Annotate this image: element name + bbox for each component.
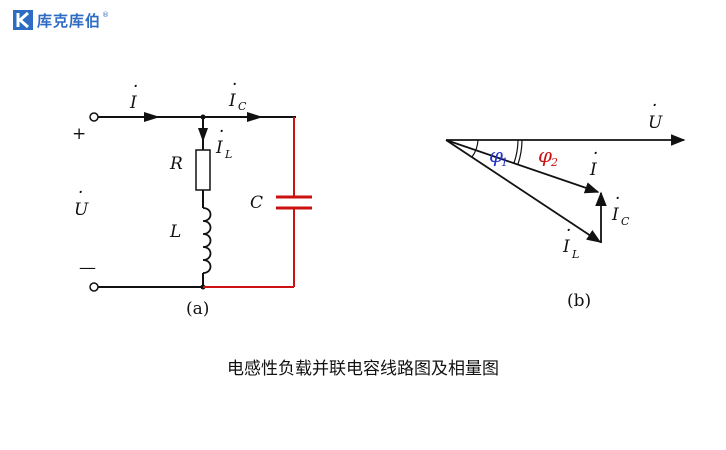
current-IC-label: I <box>228 91 236 111</box>
phasor-IC-label: I <box>611 205 619 225</box>
current-IC-dot: · <box>232 75 237 95</box>
voltage-U-dot: · <box>78 183 83 203</box>
phasor-I <box>445 139 600 194</box>
resistor <box>195 149 211 191</box>
current-IC-arrowhead <box>247 112 263 122</box>
top-terminal <box>89 112 99 122</box>
current-I-dot: · <box>133 77 138 97</box>
phasor-U-dot: · <box>652 96 657 116</box>
angle-arc-phi2-a <box>513 139 519 164</box>
resistor-label: R <box>169 154 183 174</box>
capacitor-label: C <box>250 193 263 213</box>
phasor-IL <box>445 139 602 243</box>
phasor-IL-subscript: L <box>571 248 579 261</box>
circuit-diagram: I · I C · I L · R L C + U · — (a) <box>72 75 312 319</box>
figure-caption: 电感性负载并联电容线路图及相量图 <box>227 359 499 379</box>
phasor-I-label: I <box>589 160 597 180</box>
logo-mark-icon <box>13 10 33 30</box>
phi2-subscript: 2 <box>550 156 558 169</box>
phasor-IC-dot: · <box>615 189 620 209</box>
phasor-I-dot: · <box>593 144 598 164</box>
phasor-U-label: U <box>648 113 663 133</box>
current-IL-label: I <box>215 138 223 158</box>
plus-sign: + <box>72 124 86 144</box>
phi1-subscript: 1 <box>501 156 508 169</box>
current-IL-dot: · <box>219 122 224 142</box>
angle-arc-phi2-b <box>517 139 523 165</box>
minus-sign: — <box>79 258 96 278</box>
angle-arc-phi1 <box>471 139 479 158</box>
phasor-caption: (b) <box>567 291 591 311</box>
current-IL-subscript: L <box>224 148 232 161</box>
phasor-IL-dot: · <box>566 221 571 241</box>
logo: 库克库伯 ® <box>12 8 109 32</box>
logo-text: 库克库伯 <box>37 11 102 30</box>
circuit-caption: (a) <box>186 299 209 319</box>
inductor-label: L <box>169 222 181 242</box>
phasor-IL-label: I <box>562 237 570 257</box>
inductor <box>202 207 212 274</box>
current-IC-subscript: C <box>238 100 247 113</box>
logo-registered-mark: ® <box>102 11 110 19</box>
current-I-label: I <box>129 93 137 113</box>
phi2-label: φ <box>538 143 552 167</box>
current-IL-arrowhead <box>198 128 208 142</box>
bottom-terminal <box>89 282 99 292</box>
phasor-diagram: φ 1 φ 2 U · I · I C · I L · (b) <box>445 96 686 311</box>
voltage-U-label: U <box>74 200 89 220</box>
current-I-arrowhead <box>144 112 160 122</box>
phasor-IC-subscript: C <box>621 215 630 228</box>
phi1-label: φ <box>489 143 503 167</box>
